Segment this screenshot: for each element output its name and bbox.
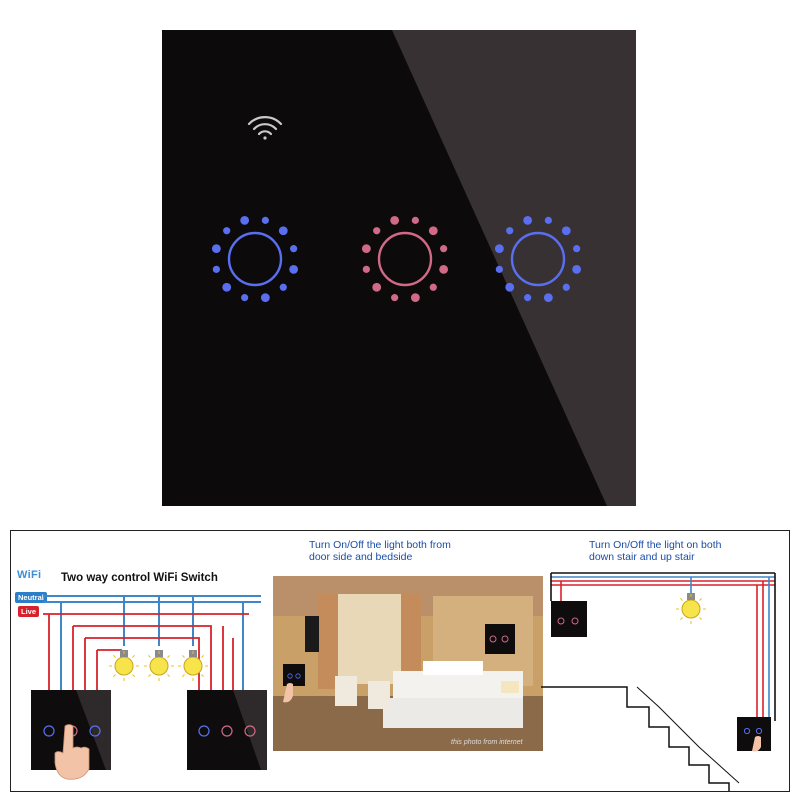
photo-caption: this photo from internet: [451, 739, 523, 746]
indicator-dot: [410, 293, 420, 303]
indicator-dot: [211, 244, 221, 254]
stair-title: Turn On/Off the light on both down stair…: [589, 539, 722, 563]
indicator-dot: [544, 216, 552, 224]
mini-touch-ring: [244, 725, 256, 737]
indicator-dot: [573, 245, 581, 253]
photo-switch-left: [283, 664, 305, 686]
touch-ring: [510, 231, 566, 287]
indicator-dot: [495, 265, 503, 273]
touch-ring: [377, 231, 433, 287]
touch-button-1[interactable]: [211, 215, 299, 303]
indicator-dot: [279, 283, 287, 291]
light-bulb-icon: [114, 656, 134, 676]
wifi-icon: [247, 116, 283, 140]
indicator-dot: [373, 227, 381, 235]
usage-illustration: WiFi Two way control WiFi Switch Neutral…: [10, 530, 790, 792]
mini-touch-ring: [43, 725, 55, 737]
indicator-dot: [260, 293, 270, 303]
indicator-dot: [543, 293, 553, 303]
stair-title-line1: Turn On/Off the light on both: [589, 539, 722, 551]
indicator-dot: [429, 283, 437, 291]
wifi-switch-panel: [162, 30, 636, 506]
light-bulb-icon: [681, 599, 701, 619]
indicator-dot: [506, 227, 514, 235]
indicator-dot: [524, 294, 532, 302]
indicator-dot: [240, 215, 250, 225]
hand-icon: [54, 724, 90, 780]
live-tag: Live: [18, 606, 40, 617]
indicator-dot: [212, 265, 220, 273]
indicator-dot: [411, 216, 419, 224]
indicator-dot: [439, 264, 449, 274]
mini-touch-ring: [198, 725, 210, 737]
light-bulb-icon: [149, 656, 169, 676]
touch-ring: [227, 231, 283, 287]
indicator-dot: [222, 282, 232, 292]
bedside-title: Turn On/Off the light both from door sid…: [309, 539, 451, 563]
wifi-logo: WiFi: [17, 569, 42, 581]
neutral-tag: Neutral: [15, 592, 47, 603]
indicator-dot: [391, 294, 399, 302]
indicator-dot: [440, 245, 448, 253]
mini-touch-ring: [89, 725, 101, 737]
bedroom-photo: [273, 576, 543, 751]
bedside-title-line2: door side and bedside: [309, 551, 413, 563]
stairs: [541, 686, 730, 791]
mini-touch-ring: [221, 725, 233, 737]
indicator-dot: [428, 226, 438, 236]
indicator-dot: [289, 264, 299, 274]
indicator-dot: [372, 282, 382, 292]
indicator-dot: [362, 265, 370, 273]
indicator-dot: [241, 294, 249, 302]
touch-button-3[interactable]: [494, 215, 582, 303]
indicator-dot: [505, 282, 515, 292]
stair-switch-up: [551, 601, 587, 637]
stair-title-line2: down stair and up stair: [589, 551, 695, 563]
indicator-dot: [390, 215, 400, 225]
touch-button-2[interactable]: [361, 215, 449, 303]
light-bulb-icon: [183, 656, 203, 676]
stair-diagram: [541, 572, 776, 791]
indicator-dot: [523, 215, 533, 225]
wiring-diagram: [31, 595, 267, 780]
indicator-dot: [290, 245, 298, 253]
indicator-dot: [494, 244, 504, 254]
indicator-dot: [223, 227, 231, 235]
indicator-dot: [261, 216, 269, 224]
bedside-title-line1: Turn On/Off the light both from: [309, 539, 451, 551]
indicator-dot: [278, 226, 288, 236]
indicator-dot: [561, 226, 571, 236]
indicator-dot: [562, 283, 570, 291]
indicator-dot: [572, 264, 582, 274]
indicator-dot: [361, 244, 371, 254]
two-way-title: Two way control WiFi Switch: [61, 572, 218, 584]
